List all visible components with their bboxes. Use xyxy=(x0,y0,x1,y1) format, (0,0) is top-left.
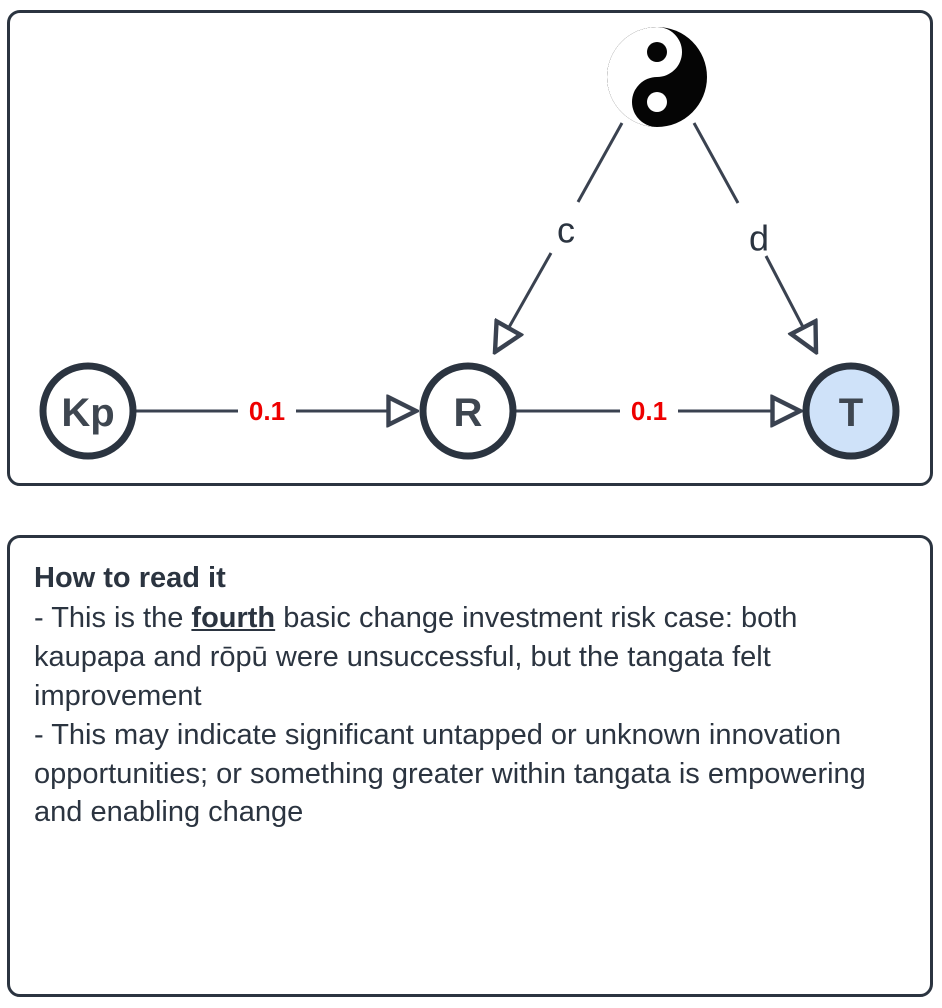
notes-line-1-emphasis: fourth xyxy=(191,602,276,635)
diagram-panel xyxy=(7,10,933,486)
how-to-read-it-panel: How to read it - This is the fourth basi… xyxy=(7,535,933,997)
notes-line-2: - This may indicate significant untapped… xyxy=(34,718,866,829)
notes-line-1-suffix: basic change investment risk case: both … xyxy=(34,602,798,712)
notes-line-1: - This is the fourth basic change invest… xyxy=(34,599,906,716)
notes-heading: How to read it xyxy=(34,562,226,594)
notes-line-1-prefix: - This is the xyxy=(34,602,192,635)
